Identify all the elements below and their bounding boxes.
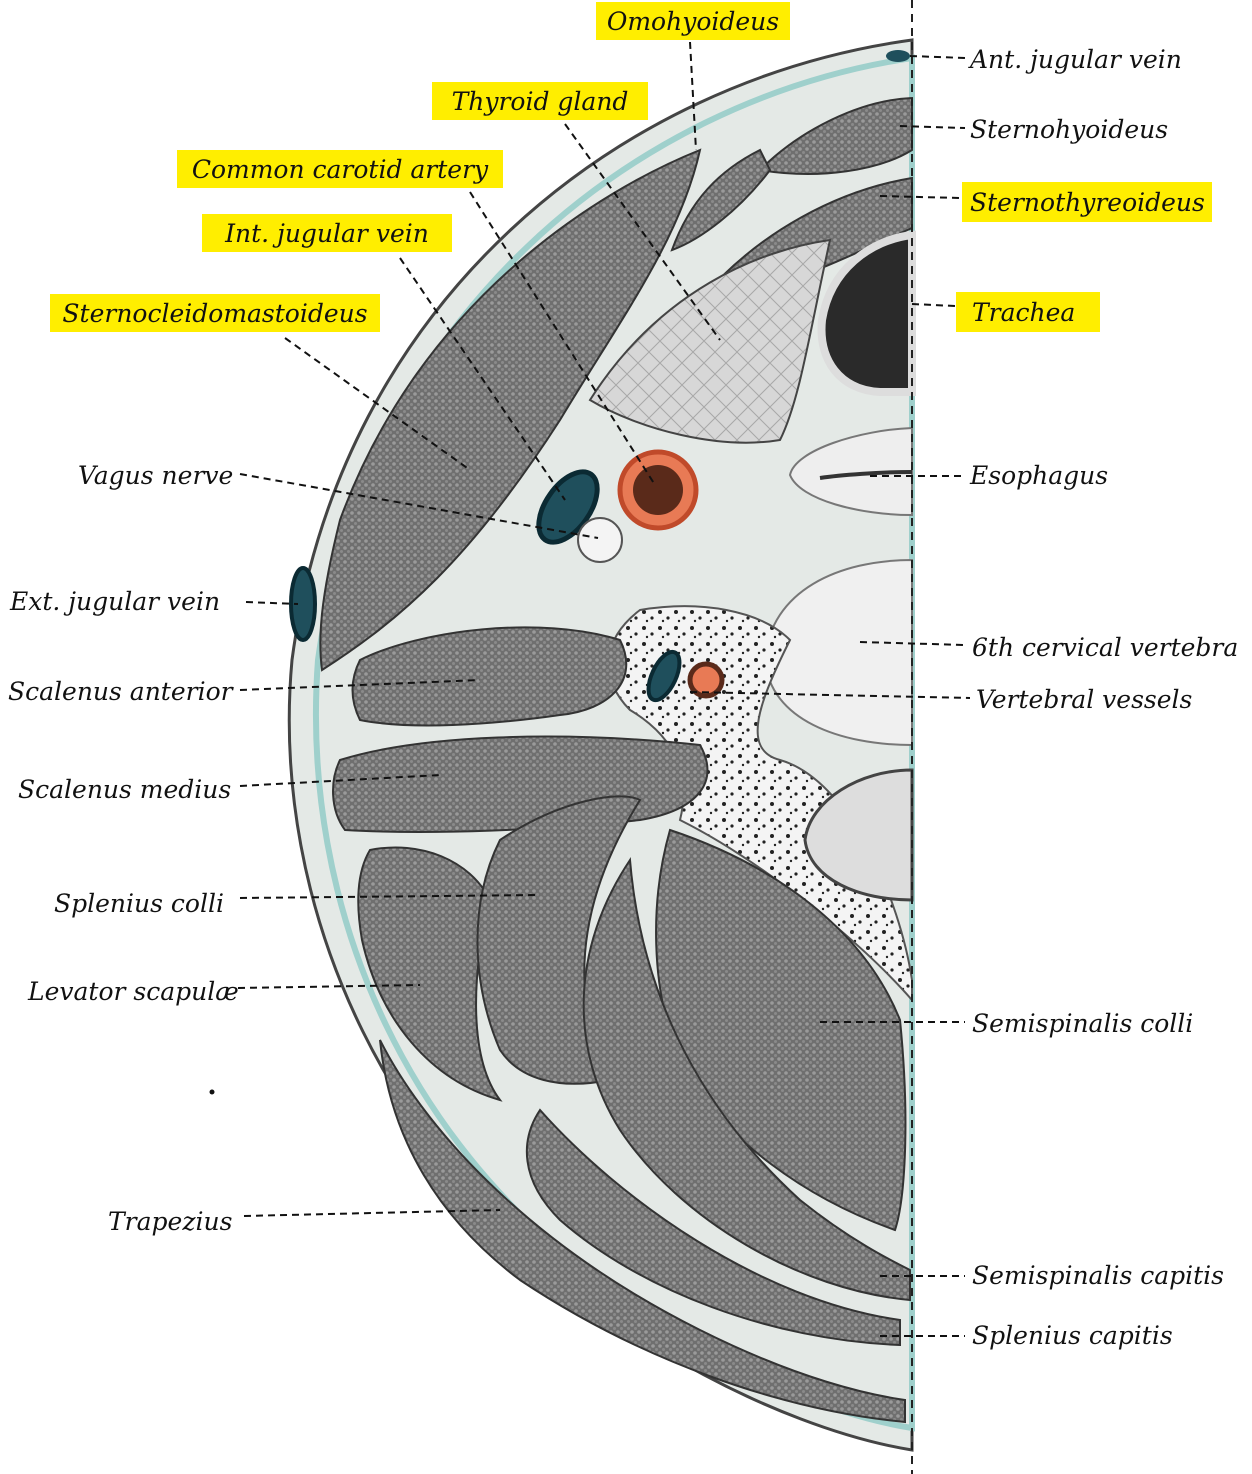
esophagus: [788, 426, 913, 517]
semispinalis-capitis-muscle: [582, 857, 911, 1302]
label-int-jugular-vein: Int. jugular vein: [224, 219, 429, 248]
label-trapezius: Trapezius: [108, 1207, 232, 1236]
label-omohyoideus: Omohyoideus: [607, 7, 779, 36]
ant-jugular-vein-vessel: [886, 50, 910, 62]
label-splenius-capitis: Splenius capitis: [972, 1321, 1173, 1350]
label-semispinalis-capitis: Semispinalis capitis: [972, 1261, 1224, 1290]
semispinalis-colli-muscle: [655, 828, 907, 1232]
thyroid-gland: [588, 238, 832, 444]
label-scalenus-anterior: Scalenus anterior: [8, 677, 235, 706]
sternocleidomastoideus-muscle: [319, 148, 702, 672]
label-vagus-nerve: Vagus nerve: [78, 461, 233, 490]
ext-jugular-vein-vessel: [289, 566, 317, 642]
omohyoideus-muscle: [670, 148, 772, 252]
label-thyroid-gland: Thyroid gland: [452, 87, 629, 116]
label-semispinalis-colli: Semispinalis colli: [972, 1009, 1193, 1038]
vagus-nerve-structure: [577, 517, 623, 563]
levator-scapulae-muscle: [357, 846, 503, 1102]
label-cervical-vertebra: 6th cervical vertebra: [972, 633, 1238, 662]
spinal-canal: [803, 768, 914, 902]
splenius-capitis-muscle: [525, 1108, 901, 1347]
label-sternohyoideus: Sternohyoideus: [970, 115, 1168, 144]
scalenus-medius-muscle: [332, 735, 709, 833]
label-levator-scapulae: Levator scapulæ: [27, 977, 239, 1006]
vertebral-artery-vessel: [687, 661, 725, 699]
vertebral-vein-vessel: [646, 649, 682, 703]
int-jugular-vein-vessel: [536, 469, 600, 545]
label-sternothyreoideus: Sternothyreoideus: [970, 188, 1205, 217]
label-sternocleidomastoideus: Sternocleidomastoideus: [62, 299, 367, 328]
label-trachea: Trachea: [972, 298, 1075, 327]
trapezius-muscle: [379, 1039, 906, 1424]
scalenus-anterior-muscle: [351, 626, 628, 727]
label-vertebral-vessels: Vertebral vessels: [976, 685, 1192, 714]
trachea: [817, 230, 916, 396]
label-esophagus: Esophagus: [969, 461, 1108, 490]
label-ext-jugular-vein: Ext. jugular vein: [9, 587, 220, 616]
label-ant-jugular-vein: Ant. jugular vein: [968, 45, 1182, 74]
label-splenius-colli: Splenius colli: [54, 889, 224, 918]
label-scalenus-medius: Scalenus medius: [18, 775, 231, 804]
label-common-carotid-artery: Common carotid artery: [192, 155, 489, 184]
